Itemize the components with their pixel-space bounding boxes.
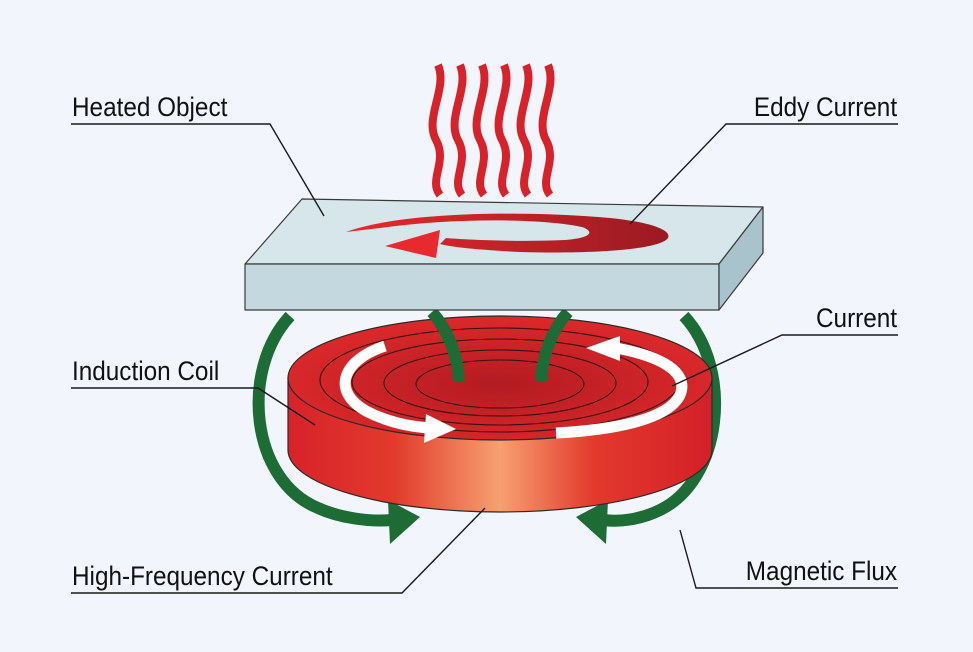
label-high-frequency-current: High-Frequency Current: [72, 561, 333, 591]
label-heated-object: Heated Object: [72, 92, 228, 122]
heat-wave-2: [450, 63, 467, 198]
heat-wave-4: [494, 63, 511, 198]
flux-line-right-inner: [535, 308, 573, 383]
label-magnetic-flux: Magnetic Flux: [745, 556, 897, 586]
eddy-arrowhead: [385, 230, 440, 258]
plate-front-face: [244, 263, 720, 311]
current-arrowhead-left: [424, 414, 456, 443]
leader-current: [671, 334, 898, 387]
heat-wave-6: [538, 63, 555, 198]
plate-side-face: [718, 206, 764, 311]
heat-wave-3: [472, 63, 489, 198]
current-arrow-right: [555, 342, 688, 439]
current-arrows: [339, 336, 688, 443]
heat-waves: [428, 63, 555, 198]
label-induction-coil: Induction Coil: [72, 356, 220, 386]
flux-arrowhead-left: [388, 500, 420, 544]
leader-lines: [71, 123, 898, 594]
flux-line-left-outer: [252, 311, 393, 527]
leader-heated-object: [71, 123, 325, 217]
leader-induction-coil: [71, 387, 316, 426]
magnetic-flux-lines: [252, 311, 722, 527]
label-current: Current: [815, 303, 897, 333]
current-arrow-left: [339, 340, 431, 434]
inner-flux-lines: [427, 308, 573, 383]
flux-arrowhead-right: [576, 500, 608, 544]
current-arrowhead-right: [586, 336, 620, 361]
flux-line-left-inner: [427, 308, 465, 383]
plate-top-face: [244, 198, 764, 265]
heat-wave-1: [428, 63, 445, 198]
label-eddy-current: Eddy Current: [753, 92, 897, 122]
leader-high-frequency-current: [71, 507, 486, 594]
flux-line-right-outer: [603, 311, 722, 527]
leader-eddy-current: [629, 123, 898, 225]
eddy-current-arrow: [346, 213, 669, 258]
heat-wave-5: [516, 63, 533, 198]
leader-magnetic-flux: [679, 529, 898, 589]
